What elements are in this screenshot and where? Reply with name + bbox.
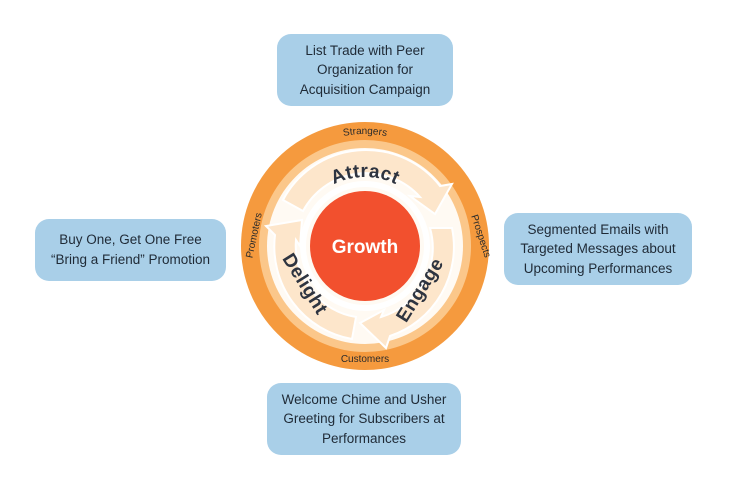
callout-promotion: Buy One, Get One Free “Bring a Friend” P… [35,219,226,281]
callout-text-line: Welcome Chime and Usher [281,391,447,407]
attract-segment [281,149,454,216]
engage-segment [358,227,455,350]
callout-text-line: Targeted Messages about [520,241,676,257]
strangers-label: Strangers [342,126,388,139]
callout-text-line: Buy One, Get One Free [59,232,202,248]
callout-text-line: Greeting for Subscribers at [283,411,445,427]
callout-acquisition: List Trade with Peer Organization for Ac… [277,34,453,106]
callout-text-line: Performances [321,430,407,446]
customers-label: Customers [341,354,389,365]
callout-text-line: Upcoming Performances [523,260,673,276]
callout-text-line: Acquisition Campaign [299,81,431,97]
callout-welcome-greeting: Welcome Chime and Usher Greeting for Sub… [267,383,461,455]
callout-text-line: Organization for [316,62,414,78]
growth-center [310,191,420,301]
growth-label: Growth [332,237,399,258]
callout-text-line: “Bring a Friend” Promotion [50,252,211,267]
delight-segment [263,218,358,341]
callout-segmented-emails: Segmented Emails with Targeted Messages … [504,213,692,285]
growth-center-halo [300,181,430,311]
callout-text-line: List Trade with Peer [305,42,425,58]
callout-text-line: Segmented Emails with [527,221,669,237]
